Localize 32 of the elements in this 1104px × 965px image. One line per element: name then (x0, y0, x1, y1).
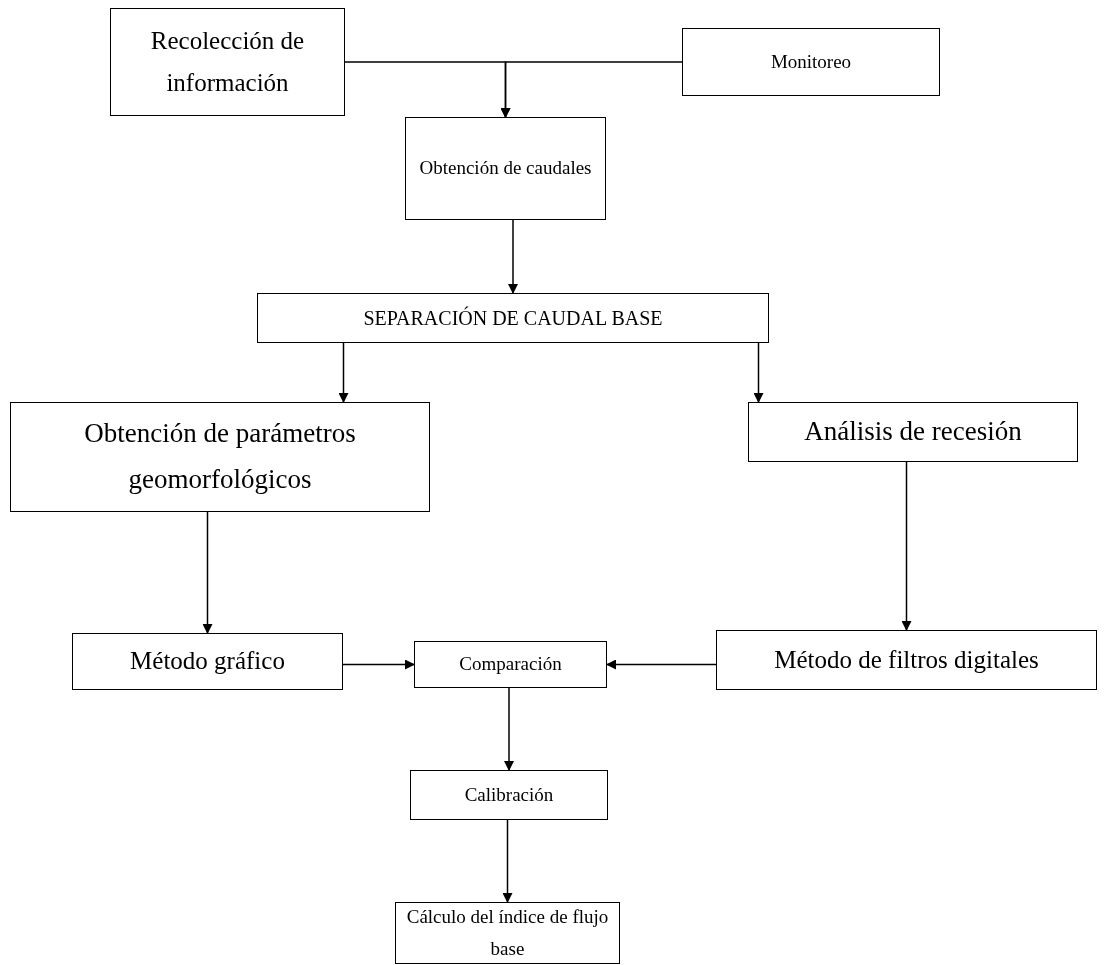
arrow (504, 687, 514, 771)
arrow (502, 819, 513, 903)
arrow (342, 659, 415, 670)
process-box (716, 630, 1097, 690)
box-label: Comparación (459, 652, 562, 677)
process-box (748, 402, 1078, 462)
process-box (405, 117, 606, 220)
arrow (508, 219, 518, 294)
process-box (395, 902, 620, 964)
arrow (202, 511, 213, 634)
box-label: Recolección de información (149, 25, 306, 98)
process-box (72, 633, 343, 690)
process-box (257, 293, 769, 343)
arrow (901, 461, 912, 631)
process-box (110, 8, 345, 116)
arrow (753, 342, 764, 403)
process-box (410, 770, 608, 820)
arrow (500, 61, 683, 118)
box-label: Método gráfico (130, 646, 285, 677)
box-label: Obtención de caudales (419, 156, 592, 181)
box-label: Monitoreo (770, 49, 852, 74)
box-label: Análisis de recesión (804, 415, 1022, 449)
process-box (682, 28, 940, 96)
box-label: Método de filtros digitales (774, 644, 1039, 675)
arrow (338, 342, 349, 403)
box-label: SEPARACIÓN DE CAUDAL BASE (363, 305, 663, 331)
box-label: Obtención de parámetros geomorfológicos (83, 417, 357, 496)
box-label: Cálculo del índice de flujo base (405, 904, 610, 961)
process-box (414, 641, 607, 688)
arrow (606, 659, 717, 670)
box-label: Calibración (464, 782, 554, 807)
process-box (10, 402, 430, 512)
